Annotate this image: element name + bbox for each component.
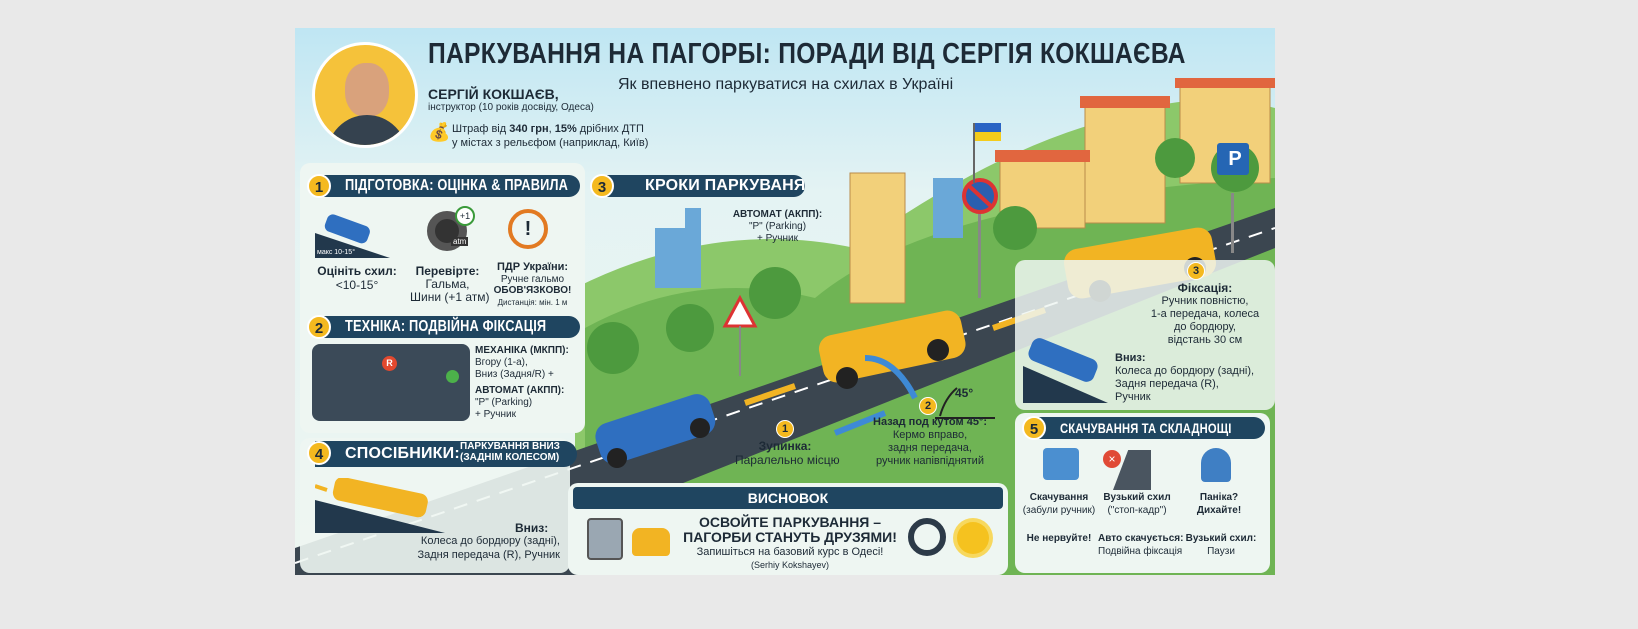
downhill-taxi-illustration	[315, 478, 445, 533]
author-name: СЕРГІЙ КОКШАЄВ,	[428, 86, 559, 102]
section4-number: 4	[307, 441, 331, 465]
infographic: ПАРКУВАННЯ НА ПАГОРБІ: ПОРАДИ ВІД СЕРГІЯ…	[295, 28, 1275, 575]
tip3-text: Паузи	[1207, 546, 1235, 557]
step3-down-line3: Ручник	[1115, 391, 1151, 403]
downhill-blue-car-illustration	[1023, 338, 1108, 403]
issue2-label: Вузький схил	[1103, 492, 1171, 503]
section4-subtitle: ПАРКУВАННЯ ВНИЗ(ЗАДНІМ КОЛЕСОМ)	[460, 441, 560, 463]
conclusion-signature: (Serhiy Kokshayev)	[750, 560, 830, 570]
step3-down-line1: Колеса до бордюру (задні),	[1115, 365, 1255, 377]
issue3-label: Паніка?	[1199, 492, 1239, 503]
step3-number: 3	[1187, 262, 1205, 280]
step1-text: Паралельно місцю	[735, 453, 840, 467]
slope-car-icon	[315, 214, 390, 258]
check-line1: Гальма,	[425, 277, 470, 291]
manual-line2: Вниз (Задня/R) +	[475, 369, 554, 380]
check-label: Перевірте:	[415, 264, 480, 278]
taxi-front-icon	[632, 528, 670, 556]
avatar	[312, 42, 418, 148]
slope-value: <10-15°	[335, 278, 379, 292]
section4-down-line1: Колеса до бордюру (задні),	[420, 535, 560, 547]
tip1-label: Не нервуйте!	[1026, 533, 1092, 544]
step-auto-line1: "P" (Parking)	[748, 221, 807, 232]
section2-number: 2	[307, 315, 331, 339]
pdr-line2: ОБОВ'ЯЗКОВО!	[493, 285, 572, 296]
manual-line1: Вгору (1-а),	[475, 357, 528, 368]
conclusion-header: ВИСНОВОК	[573, 487, 1003, 509]
taxi-car-mid-illustration	[818, 310, 966, 389]
step1-number: 1	[776, 420, 794, 438]
step2-line2: задня передача,	[888, 442, 972, 454]
gear-shift-illustration: R	[312, 344, 470, 421]
error-pin-icon: ×	[1103, 450, 1121, 468]
section2-header: ТЕХНІКА: ПОДВІЙНА ФІКСАЦІЯ	[315, 316, 580, 338]
section5-number: 5	[1022, 416, 1046, 440]
author-role: інструктор (10 років досвіду, Одеса)	[428, 102, 594, 113]
sun-icon	[957, 522, 989, 554]
step2-label: Назад под кутом 45°:	[873, 416, 987, 428]
section5-panel	[1015, 413, 1270, 573]
angle-label: 45°	[955, 386, 974, 400]
section1-header: ПІДГОТОВКА: ОЦІНКА & ПРАВИЛА	[315, 175, 580, 197]
issue2-sub: ("стоп-кадр")	[1107, 505, 1167, 516]
step-auto-line2: + Ручник	[757, 233, 798, 244]
brake-warning-icon: !	[508, 209, 548, 249]
tip3-label: Вузький схил:	[1185, 533, 1257, 544]
pdr-line1: Ручне гальмо	[500, 274, 565, 285]
slope-label: Оцініть схил:	[317, 264, 397, 278]
section3-header: КРОКИ ПАРКУВАНЯ	[600, 175, 805, 197]
tip2-label: Авто скачується:	[1098, 533, 1184, 544]
slope-badge: макс 10-15°	[317, 249, 355, 256]
step3-line3: до бордюру,	[1174, 321, 1236, 333]
manual-label: МЕХАНІКА (МКПП):	[475, 345, 569, 356]
pdr-label: ПДР України:	[496, 261, 569, 273]
section1-number: 1	[307, 174, 331, 198]
section4-down-label: Вниз:	[515, 521, 549, 535]
blue-car-illustration	[595, 394, 716, 468]
section4-header: СПОСІБНИКИ:	[315, 441, 577, 467]
step1-label: Зупинка:	[758, 439, 812, 453]
step2-line1: Кермо вправо,	[892, 429, 968, 441]
auto-line2: + Ручник	[475, 409, 516, 420]
section3-number: 3	[590, 174, 614, 198]
money-bag-icon: 💰	[428, 122, 451, 142]
tip2-text: Подвійна фіксація	[1098, 546, 1183, 557]
safe-icon	[587, 518, 623, 560]
conclusion-line3: Запишіться на базовий курс в Одесі!	[696, 546, 884, 558]
auto-line1: "P" (Parking)	[475, 397, 533, 408]
step2-line3: ручник напівпіднятий	[876, 455, 984, 467]
page-subtitle: Як впевнено паркуватися на схилах в Укра…	[618, 76, 954, 93]
tire-pressure-badge: +1	[455, 206, 475, 226]
parking-sign-icon: P	[1228, 148, 1242, 170]
step3-line1: Ручник повністю,	[1161, 295, 1249, 307]
issue1-sub: (забули ручник)	[1022, 505, 1096, 516]
step3-down-label: Вниз:	[1115, 352, 1146, 364]
issue3-sub: Дихайте!	[1196, 505, 1242, 516]
step3-down-line2: Задня передача (R),	[1115, 378, 1219, 390]
check-icon	[446, 370, 459, 383]
conclusion-line2: ПАГОРБИ СТАНУТЬ ДРУЗЯМИ!	[683, 529, 897, 545]
pdr-line3: Дистанція: мін. 1 м	[497, 298, 568, 307]
step3-line4: відстань 30 см	[1167, 334, 1243, 346]
page-title: ПАРКУВАННЯ НА ПАГОРБІ: ПОРАДИ ВІД СЕРГІЯ…	[428, 38, 1186, 70]
step3-label: Фіксація:	[1177, 281, 1233, 295]
section5-header: СКАЧУВАННЯ ТА СКЛАДНОЩІ	[1030, 417, 1265, 439]
auto-label: АВТОМАТ (АКПП):	[475, 385, 565, 396]
panic-person-icon	[1201, 448, 1231, 482]
steering-wheel-icon	[908, 518, 946, 556]
step-auto-label: АВТОМАТ (АКПП):	[732, 209, 823, 220]
section4-down-line2: Задня передача (R), Ручник	[417, 549, 560, 561]
issue1-label: Скачування	[1029, 492, 1089, 503]
tire-unit: atm	[451, 237, 469, 246]
check-line2: Шини (+1 атм)	[410, 290, 490, 304]
conclusion-line1: ОСВОЙТЕ ПАРКУВАННЯ –	[698, 514, 882, 530]
step2-number: 2	[919, 397, 937, 415]
reverse-gear-badge: R	[382, 356, 397, 371]
download-tray-icon	[1043, 448, 1079, 480]
step3-line2: 1-а передача, колеса	[1150, 308, 1260, 320]
